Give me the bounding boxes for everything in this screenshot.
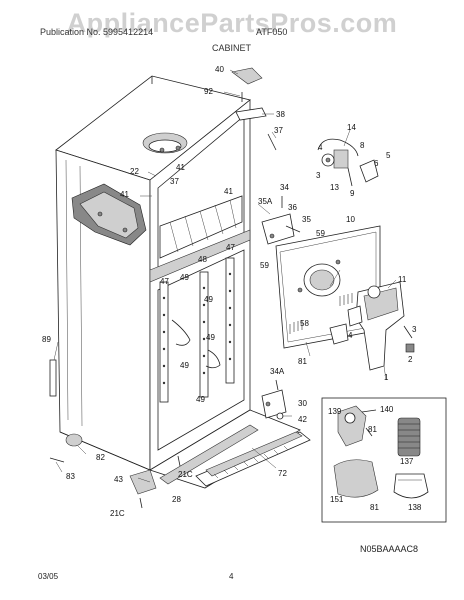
model-number: ATF050 [256,27,288,37]
callout-label: 48 [198,255,207,264]
top-vent-cover [142,132,188,154]
callout-label: 41 [120,190,129,199]
callout-labels: 40 92 38 37 14 4 8 5 6 3 13 9 22 41 37 4… [42,65,422,518]
callout-label: 47 [226,243,235,252]
watermark: AppliancePartsPros.com [66,8,398,38]
callout-label: 49 [180,273,189,282]
callout-label: 22 [130,167,139,176]
callout-label: 2 [408,355,413,364]
top-hinge-parts [231,67,277,151]
callout-label: 137 [400,457,414,466]
callout-label: 37 [274,126,283,135]
toe-grille [195,431,311,487]
callout-label: 81 [368,425,377,434]
callout-label: 59 [260,261,269,270]
lower-hinge-bracket [261,379,287,420]
callout-label: 35A [258,197,273,206]
callout-label: 37 [170,177,179,186]
callout-label: 30 [298,399,307,408]
water-filter-inset [321,397,447,523]
callout-label: 47 [160,277,169,286]
callout-label: 40 [215,65,224,74]
callout-label: 28 [172,495,181,504]
callout-label: 21C [110,509,125,518]
callout-label: 43 [114,475,123,484]
callout-label: 138 [408,503,422,512]
callout-label: 5 [386,151,391,160]
callout-label: 140 [380,405,394,414]
callout-label: 14 [347,123,356,132]
callout-label: 41 [176,163,185,172]
callout-label: 82 [96,453,105,462]
callout-label: 49 [204,295,213,304]
side-bracket [49,359,57,397]
callout-label: 81 [370,503,379,512]
center-fasteners [261,196,301,245]
callout-label: 58 [300,319,309,328]
callout-label: 139 [328,407,342,416]
callout-label: 4 [318,143,323,152]
callout-label: 83 [66,472,75,481]
callout-label: 8 [360,141,365,150]
callout-label: 81 [298,357,307,366]
callout-label: 59 [316,229,325,238]
callout-label: 49 [206,333,215,342]
callout-label: 6 [374,159,379,168]
control-assembly [317,138,379,187]
callout-label: 34A [270,367,285,376]
callout-label: 36 [288,203,297,212]
callout-label: 89 [42,335,51,344]
air-duct-assembly [355,281,405,371]
publication-number: Publication No. 5995412214 [40,27,154,37]
shelf-rails [159,257,235,403]
callout-label: 42 [298,415,307,424]
callout-label: 13 [330,183,339,192]
callout-label: 92 [204,87,213,96]
callout-label: 3 [412,325,417,334]
footer-page-number: 4 [229,572,234,581]
callout-label: 41 [224,187,233,196]
duct-small-parts [329,305,415,353]
section-title: CABINET [212,43,252,53]
callout-label: 4 [348,331,353,340]
callout-label: 49 [196,395,205,404]
footer-date: 03/05 [38,572,59,581]
side-insulation-pad [71,183,147,246]
callout-label: 9 [350,189,355,198]
callout-label: 21C [178,470,193,479]
callout-label: 34 [280,183,289,192]
callout-label: 11 [398,275,407,284]
callout-label: 72 [278,469,287,478]
leveling-parts [49,433,181,509]
callout-label: 3 [316,171,321,180]
leader-lines [53,69,397,483]
callout-label: 10 [346,215,355,224]
callout-label: 49 [180,361,189,370]
callout-label: 151 [330,495,344,504]
callout-label: 35 [302,215,311,224]
callout-label: 1 [384,373,389,382]
diagram-code: N05BAAAAC8 [360,544,419,554]
callout-label: 38 [276,110,285,119]
